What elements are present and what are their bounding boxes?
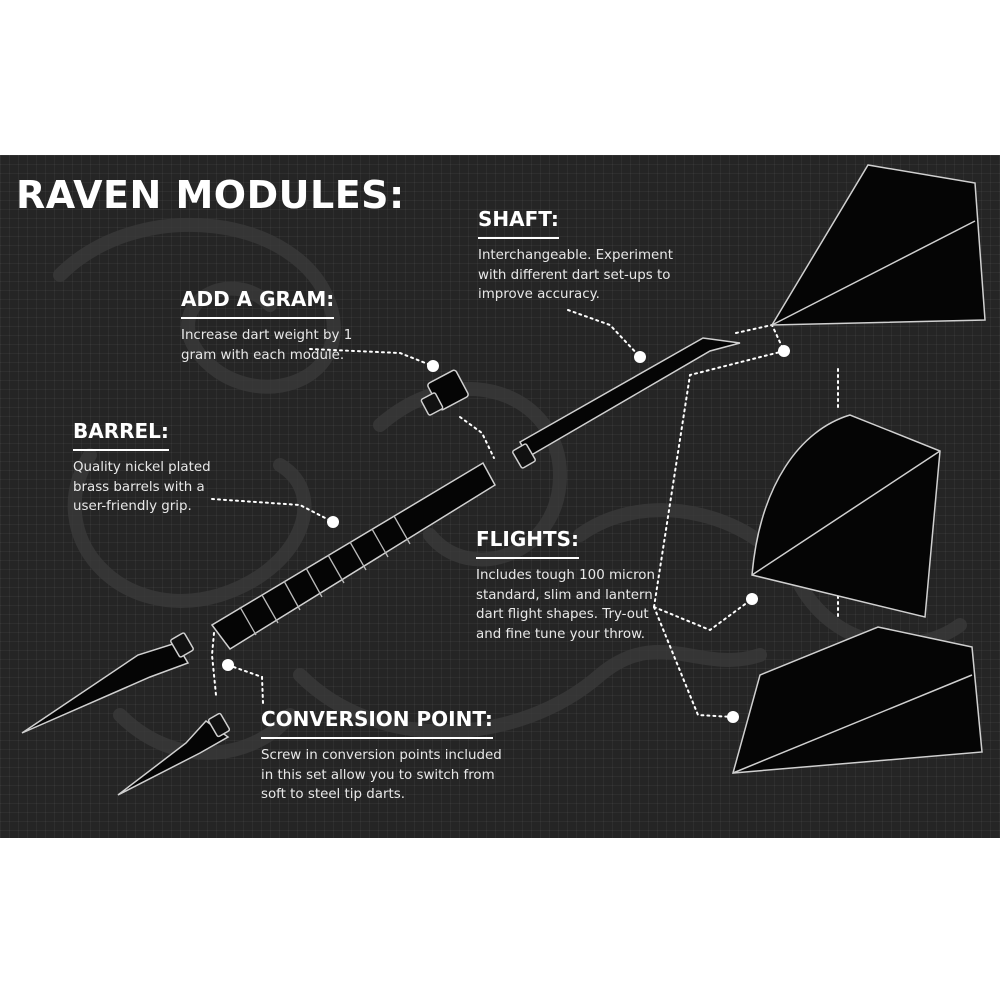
dot-flight-bottom (727, 711, 739, 723)
leader-tip-to-conversion (210, 632, 217, 696)
leader-barrel (211, 498, 334, 523)
callout-barrel-text: Quality nickel plated brass barrels with… (73, 460, 211, 514)
dot-shaft (634, 351, 646, 363)
dot-barrel (327, 516, 339, 528)
callout-add-a-gram-text: Increase dart weight by 1 gram with each… (181, 328, 353, 363)
callout-add-a-gram-heading: ADD A GRAM: (181, 285, 335, 319)
leader-conversion-point (227, 664, 264, 704)
diagram-title: RAVEN MODULES: (16, 173, 405, 217)
dot-flight-top (778, 345, 790, 357)
barrel-part (210, 461, 496, 650)
dot-conversion-point (222, 659, 234, 671)
flight-standard (770, 164, 986, 326)
leader-flights-mid (653, 598, 753, 632)
leader-flights-bottom (653, 606, 734, 718)
diagram-panel: RAVEN MODULES: SHAFT: Interchangeable. E… (0, 155, 1000, 838)
callout-conversion-point: CONVERSION POINT: Screw in conversion po… (261, 705, 506, 805)
callout-add-a-gram: ADD A GRAM: Increase dart weight by 1 gr… (181, 285, 371, 365)
leader-shaft-to-flight (735, 323, 785, 352)
dart-diagram (21, 164, 986, 796)
shaft-part (512, 337, 741, 469)
callout-conversion-point-text: Screw in conversion points included in t… (261, 748, 502, 802)
callout-barrel-heading: BARREL: (73, 417, 169, 451)
callout-flights-text: Includes tough 100 micron standard, slim… (476, 568, 655, 642)
callout-flights-heading: FLIGHTS: (476, 525, 580, 559)
callout-shaft: SHAFT: Interchangeable. Experiment with … (478, 205, 688, 305)
flight-slim (751, 414, 941, 618)
leader-lines (210, 309, 839, 718)
callout-conversion-point-heading: CONVERSION POINT: (261, 705, 493, 739)
leader-add-a-gram-to-barrel (459, 416, 495, 459)
dot-flight-mid (746, 593, 758, 605)
callout-shaft-heading: SHAFT: (478, 205, 559, 239)
flight-lantern (731, 626, 983, 774)
callout-shaft-text: Interchangeable. Experiment with differe… (478, 248, 673, 302)
leader-shaft (567, 309, 641, 358)
leader-flights-top (653, 350, 785, 608)
soft-tip-part (21, 632, 194, 734)
add-a-gram-module (420, 369, 469, 416)
leader-add-a-gram (309, 348, 434, 367)
conversion-point-part (117, 712, 231, 796)
callout-flights: FLIGHTS: Includes tough 100 micron stand… (476, 525, 656, 644)
leader-dots (222, 345, 790, 723)
callout-barrel: BARREL: Quality nickel plated brass barr… (73, 417, 238, 517)
dot-add-a-gram (427, 360, 439, 372)
